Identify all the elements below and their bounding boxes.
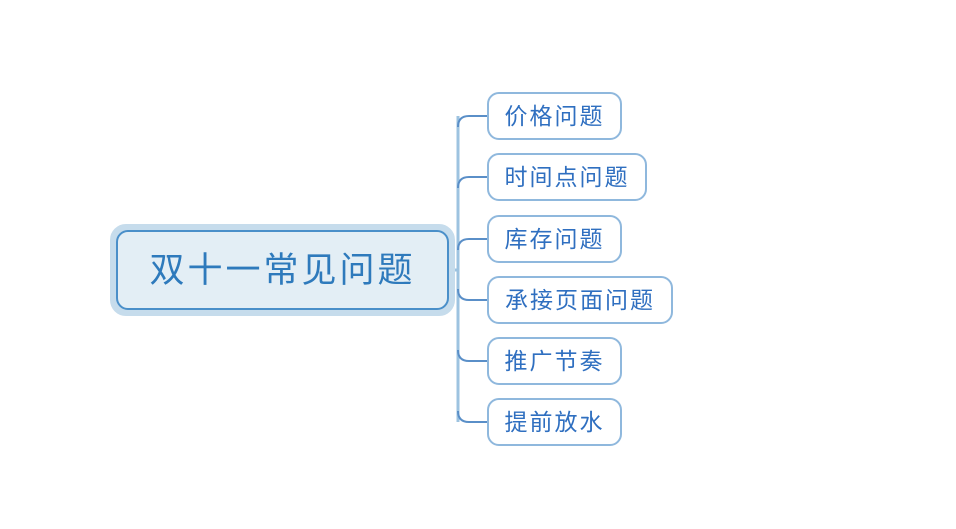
root-node-label: 双十一常见问题	[149, 250, 416, 290]
connector-branch-2	[457, 238, 487, 251]
connector-branch-3	[457, 288, 487, 301]
child-node-label: 时间点问题	[504, 164, 630, 190]
child-node[interactable]: 时间点问题	[487, 153, 647, 201]
child-node-label: 价格问题	[504, 103, 605, 129]
connector-branch-0	[457, 115, 487, 128]
child-node[interactable]: 价格问题	[487, 92, 622, 140]
child-node[interactable]: 推广节奏	[487, 337, 622, 385]
child-node[interactable]: 库存问题	[487, 215, 622, 263]
child-node-label: 推广节奏	[504, 348, 605, 374]
root-node-inner: 双十一常见问题	[116, 230, 449, 310]
child-node-label: 提前放水	[504, 409, 605, 435]
child-node-label: 承接页面问题	[505, 287, 655, 313]
child-node[interactable]: 承接页面问题	[487, 276, 673, 324]
connector-branch-4	[457, 349, 487, 362]
child-node-label: 库存问题	[504, 226, 605, 252]
connector-branch-5	[457, 410, 487, 423]
child-node[interactable]: 提前放水	[487, 398, 622, 446]
root-node[interactable]: 双十一常见问题	[110, 224, 455, 316]
connector-branch-1	[457, 176, 487, 189]
